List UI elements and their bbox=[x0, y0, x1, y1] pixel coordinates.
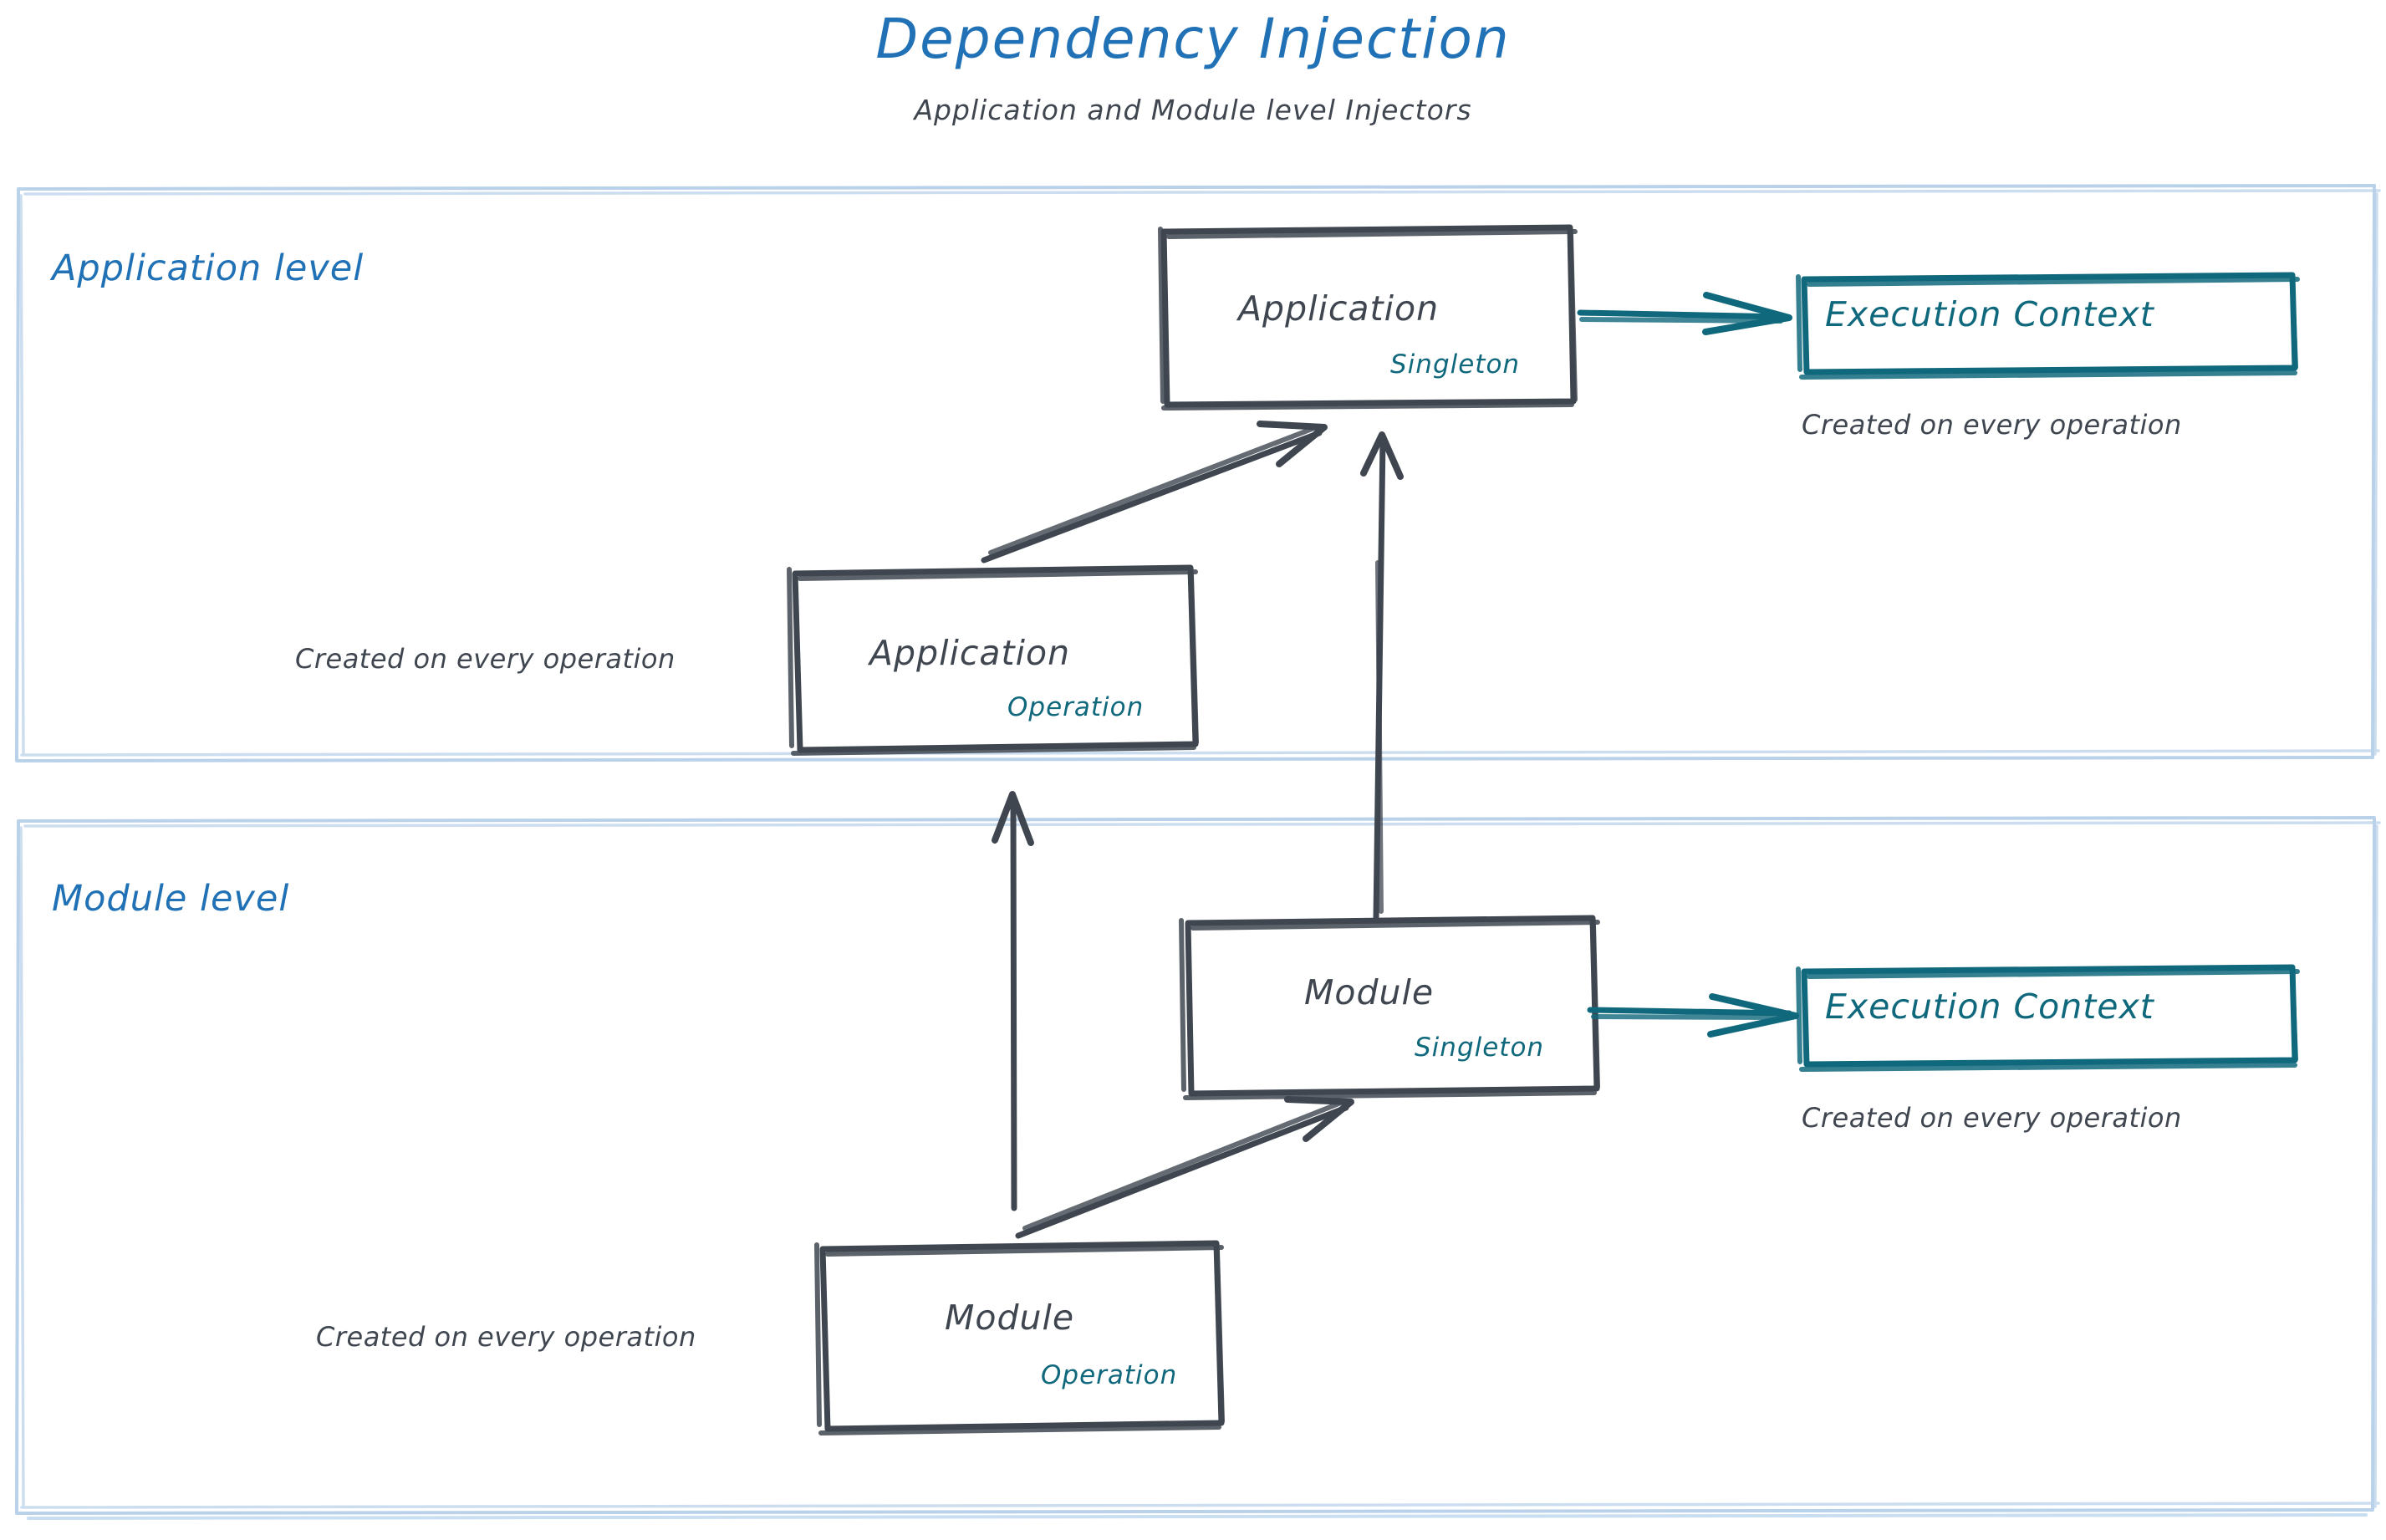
caption-mod-operation: Created on every operation bbox=[316, 1321, 696, 1353]
lane-module-level bbox=[15, 816, 2381, 1520]
page-title: Dependency Injection bbox=[875, 7, 1511, 71]
node-label-exec-context-mod: Execution Context bbox=[1825, 987, 2154, 1027]
caption-exec-context-mod: Created on every operation bbox=[1802, 1102, 2182, 1134]
node-label-app-singleton: Application bbox=[1238, 288, 1440, 329]
node-box-app-operation[interactable] bbox=[787, 564, 1199, 756]
edge-mod-operation-to-app-operation bbox=[992, 791, 1034, 1211]
node-box-mod-operation[interactable] bbox=[814, 1240, 1225, 1435]
lane-title-application-level: Application level bbox=[52, 247, 365, 289]
edge-app-operation-to-app-singleton bbox=[981, 421, 1328, 563]
node-box-exec-context-mod[interactable] bbox=[1796, 964, 2300, 1072]
node-box-exec-context-app[interactable] bbox=[1796, 272, 2300, 380]
caption-app-operation: Created on every operation bbox=[295, 643, 676, 675]
node-label-app-operation: Application bbox=[869, 633, 1071, 673]
lane-application-level bbox=[15, 184, 2381, 762]
node-label-mod-operation: Module bbox=[945, 1298, 1075, 1338]
node-scope-app-singleton: Singleton bbox=[1390, 349, 1521, 380]
node-scope-app-operation: Operation bbox=[1007, 692, 1145, 722]
node-label-mod-singleton: Module bbox=[1304, 972, 1435, 1012]
node-scope-mod-singleton: Singleton bbox=[1415, 1033, 1545, 1063]
node-label-exec-context-app: Execution Context bbox=[1825, 294, 2154, 334]
edge-app-singleton-to-exec-context bbox=[1577, 292, 1792, 335]
edge-mod-singleton-to-exec-context bbox=[1587, 993, 1799, 1038]
node-box-mod-singleton[interactable] bbox=[1179, 915, 1600, 1100]
lane-title-module-level: Module level bbox=[52, 878, 290, 920]
node-scope-mod-operation: Operation bbox=[1041, 1360, 1178, 1390]
node-box-app-singleton[interactable] bbox=[1158, 224, 1578, 410]
edge-mod-operation-to-mod-singleton bbox=[1015, 1096, 1354, 1239]
caption-exec-context-app: Created on every operation bbox=[1802, 409, 2182, 441]
page-subtitle: Application and Module level Injectors bbox=[914, 94, 1472, 126]
edge-mod-singleton-to-app-singleton bbox=[1360, 431, 1404, 921]
